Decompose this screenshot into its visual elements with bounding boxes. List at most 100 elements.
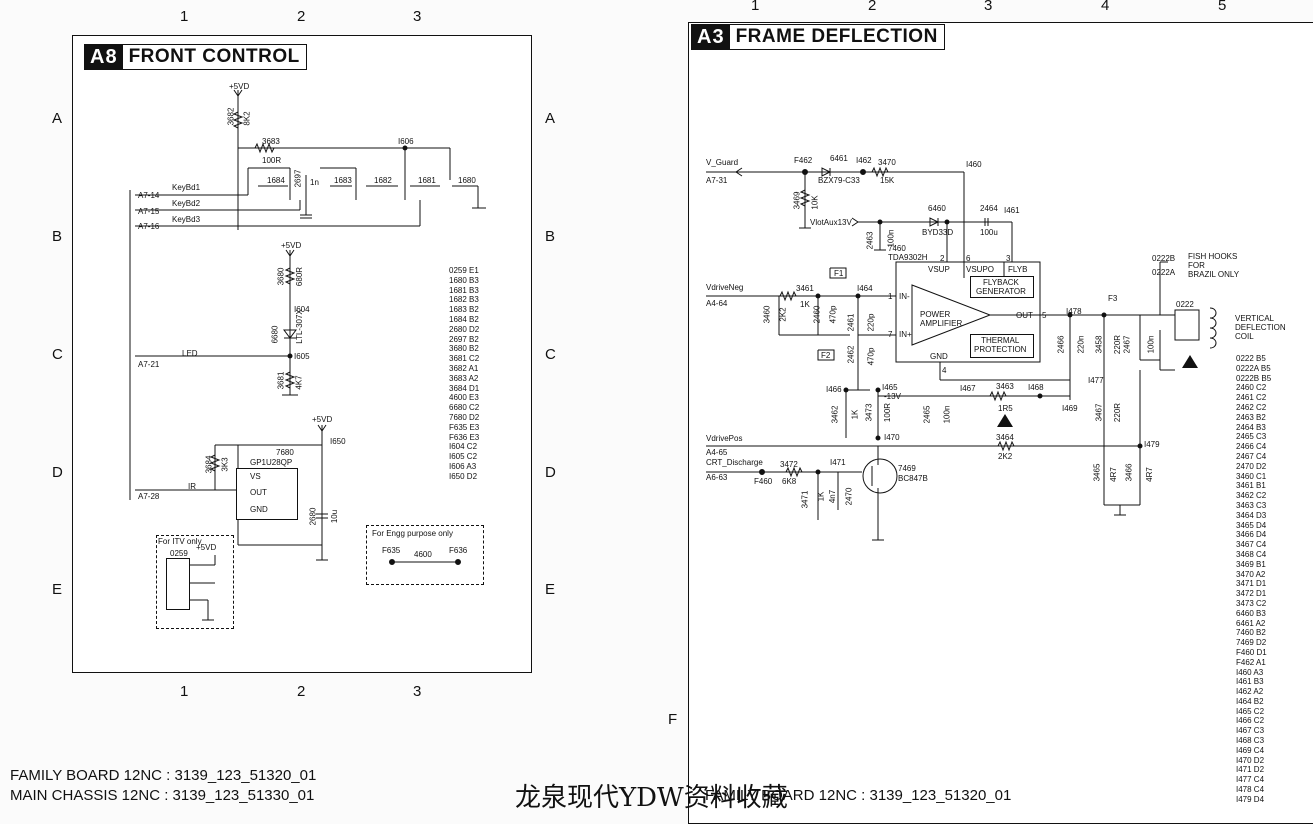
left-sheet-title: A8 FRONT CONTROL — [84, 44, 307, 70]
row-marker: C — [545, 346, 556, 363]
ir-receiver-ic — [236, 468, 298, 520]
label: 1681 — [418, 176, 436, 185]
label: V_Guard — [706, 158, 739, 167]
label: 6K8 — [782, 477, 797, 486]
label: A6-63 — [706, 473, 728, 482]
label: -13V — [884, 392, 901, 401]
label: +5VD — [281, 241, 302, 250]
column-marker: 1 — [751, 0, 760, 14]
label: 3467 — [1094, 403, 1104, 422]
label: 3470 — [878, 158, 896, 167]
label: F3 — [1108, 294, 1118, 303]
label: 3683 — [262, 137, 280, 146]
label: 220p — [866, 313, 876, 332]
label: 4R7 — [1108, 467, 1118, 482]
label: F636 — [449, 546, 468, 555]
label: 3466 — [1124, 463, 1134, 482]
column-marker: 3 — [413, 683, 422, 700]
label: 3471 — [800, 490, 810, 509]
row-marker: E — [545, 581, 556, 598]
label: I605 — [294, 352, 310, 361]
label: I465 — [882, 383, 898, 392]
label: A7-21 — [138, 360, 160, 369]
column-marker: 4 — [1101, 0, 1110, 14]
label: 1n — [310, 178, 319, 187]
row-marker: B — [52, 228, 63, 245]
label: 2K2 — [998, 452, 1013, 461]
label: TDA9302H — [888, 253, 928, 262]
label: GND — [930, 352, 948, 361]
row-marker: F — [668, 711, 678, 728]
label: 1682 — [374, 176, 392, 185]
label: I467 — [960, 384, 976, 393]
family-board-number: FAMILY BOARD 12NC : 3139_123_51320_01 — [10, 767, 317, 784]
label: 7 — [888, 330, 893, 339]
column-marker: 3 — [413, 8, 422, 25]
label: A7-16 — [138, 222, 160, 231]
label: 3 — [1006, 254, 1011, 263]
label: CRT_Discharge — [706, 458, 763, 467]
label: 220n — [1076, 335, 1086, 354]
label: I462 — [856, 156, 872, 165]
label: I461 — [1004, 206, 1020, 215]
label: 100n — [942, 405, 952, 424]
label: +5VD — [196, 543, 217, 552]
row-marker: D — [545, 464, 556, 481]
label: 7469 — [898, 464, 916, 473]
label: I604 — [294, 305, 310, 314]
label: 1K — [816, 491, 826, 502]
label: 0259 — [170, 549, 188, 558]
label: A7-31 — [706, 176, 728, 185]
label: VS — [250, 472, 261, 481]
label: 220R — [1113, 402, 1123, 423]
label: 0222B — [1152, 254, 1176, 263]
itv-option-box — [156, 535, 234, 629]
label: 2K2 — [778, 307, 788, 322]
engg-option-box — [366, 525, 484, 585]
label: 2461 — [846, 313, 856, 332]
label: 3458 — [1094, 335, 1104, 354]
left-sheet-border — [72, 35, 532, 673]
label: 3473 — [864, 403, 874, 422]
label: 10K — [810, 195, 820, 210]
label: 7460 — [888, 244, 906, 253]
label: 2463 — [865, 231, 875, 250]
label: 3462 — [830, 405, 840, 424]
label: 1 — [888, 292, 893, 301]
row-marker: A — [52, 110, 63, 127]
right-family-board-number: FAMILY BOARD 12NC : 3139_123_51320_01 — [705, 787, 1012, 804]
label: F2 — [821, 351, 831, 360]
sheet-code: A8 — [85, 45, 123, 69]
label: 6460 — [928, 204, 946, 213]
label: I468 — [1028, 383, 1044, 392]
label: For Engg purpose only — [372, 529, 453, 538]
flyback-generator-block — [970, 276, 1034, 298]
label: 1680 — [458, 176, 476, 185]
label: A7-28 — [138, 492, 160, 501]
sheet-title: FRAME DEFLECTION — [735, 26, 938, 47]
label: 100n — [1146, 335, 1156, 354]
label: I477 — [1088, 376, 1104, 385]
label: 2466 — [1056, 335, 1066, 354]
label: I460 — [966, 160, 982, 169]
row-marker: D — [52, 464, 63, 481]
label: 2462 — [846, 345, 856, 364]
label: FLYB — [1008, 265, 1028, 274]
left-parts-index: 0259 E1 1680 B3 1681 B3 1682 B3 1683 B2 … — [449, 266, 480, 481]
label: LED — [182, 349, 198, 358]
label: 3460 — [762, 305, 772, 324]
label: 2467 — [1122, 335, 1132, 354]
label: OUT — [250, 488, 267, 497]
label: A4-64 — [706, 299, 728, 308]
label: 3461 — [796, 284, 814, 293]
label: BYD33D — [922, 228, 954, 237]
row-marker: C — [52, 346, 63, 363]
label: +5VD — [312, 415, 333, 424]
label: THERMAL PROTECTION — [974, 336, 1027, 354]
label: GP1U28QP — [250, 458, 293, 467]
label: I470 — [884, 433, 900, 442]
label: 3463 — [996, 382, 1014, 391]
label: 100u — [980, 228, 998, 237]
label: VSUPO — [966, 265, 995, 274]
